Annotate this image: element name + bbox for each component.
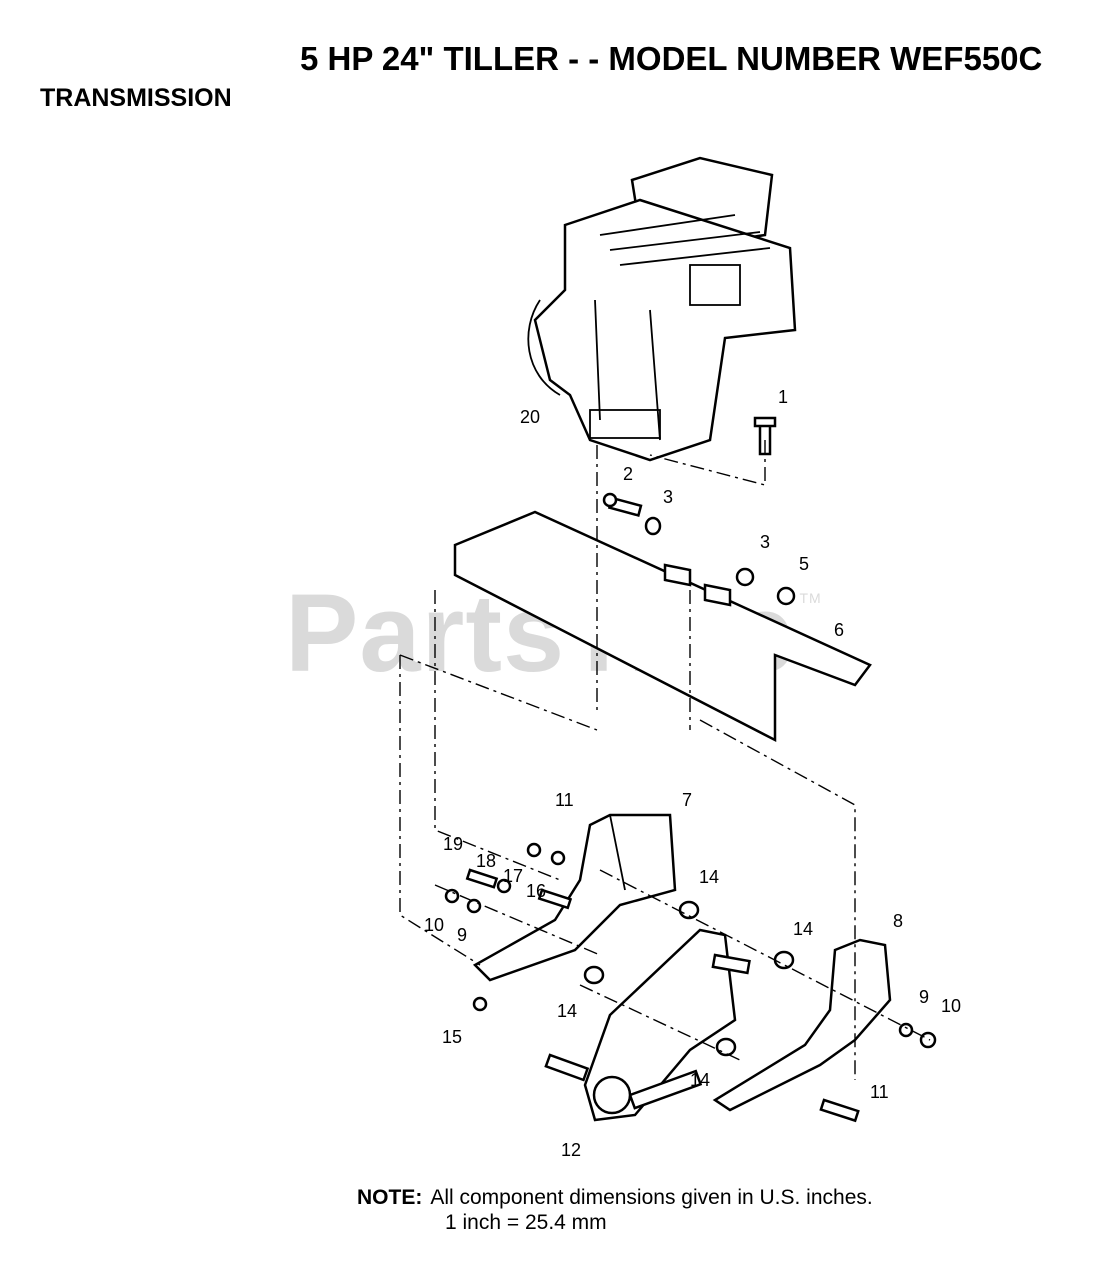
note-line-2: 1 inch = 25.4 mm [445,1211,607,1234]
spacer-part-14b[interactable] [773,950,795,970]
callout-3a: 3 [663,487,673,507]
nut-part-15[interactable] [472,996,488,1012]
callout-17: 17 [503,866,523,886]
washer-part-3a[interactable] [644,516,662,536]
section-title: TRANSMISSION [40,84,232,112]
nut-part-5[interactable] [776,586,796,606]
callout-7: 7 [682,790,692,810]
diagram-title: 5 HP 24" TILLER - - MODEL NUMBER WEF550C [300,40,1043,77]
callout-10a: 10 [424,915,444,935]
washer-part-9a[interactable] [466,898,482,914]
transmission-part-12[interactable] [544,928,751,1122]
spacer-part-14a[interactable] [678,900,700,920]
callout-10b: 10 [941,996,961,1016]
callout-2: 2 [623,464,633,484]
callout-14d: 14 [690,1070,710,1090]
callout-12: 12 [561,1140,581,1160]
callout-20: 20 [520,407,540,427]
bolt-part-11a[interactable] [537,888,573,910]
callout-15: 15 [442,1027,462,1047]
callout-9a: 9 [457,925,467,945]
spacer-part-14d[interactable] [715,1037,737,1057]
bolt-part-11b[interactable] [819,1098,860,1123]
washer-part-9b[interactable] [898,1022,914,1038]
bolt-part-2[interactable] [602,492,643,517]
washer-part-17[interactable] [526,842,542,858]
callout-11b: 11 [870,1082,889,1102]
callout-14c: 14 [557,1001,577,1021]
tine-shield-part-6[interactable] [453,510,872,743]
callout-14b: 14 [793,919,813,939]
washer-part-18[interactable] [496,878,512,894]
callout-5: 5 [799,554,809,574]
callout-6: 6 [834,620,844,640]
washer-part-16[interactable] [550,850,566,866]
washer-part-3b[interactable] [735,567,755,587]
dimensions-note: NOTE: All component dimensions given in U… [357,1185,873,1235]
callout-8: 8 [893,911,903,931]
callout-9b: 9 [919,987,929,1007]
callout-19: 19 [443,834,463,854]
callout-1: 1 [778,387,788,407]
bolt-part-19[interactable] [465,868,499,889]
note-label: NOTE: [357,1186,423,1209]
engine-part-20[interactable] [527,156,797,462]
spacer-part-14c[interactable] [583,965,605,985]
note-line-1: All component dimensions given in U.S. i… [430,1186,873,1209]
nut-part-10a[interactable] [444,888,460,904]
bracket-part-7[interactable] [472,813,677,982]
callout-18: 18 [476,851,496,871]
callout-11a: 11 [555,790,574,810]
callout-14a: 14 [699,867,719,887]
bracket-part-8[interactable] [712,938,892,1112]
callout-3b: 3 [760,532,770,552]
callout-16: 16 [526,881,546,901]
nut-part-10b[interactable] [919,1031,937,1049]
